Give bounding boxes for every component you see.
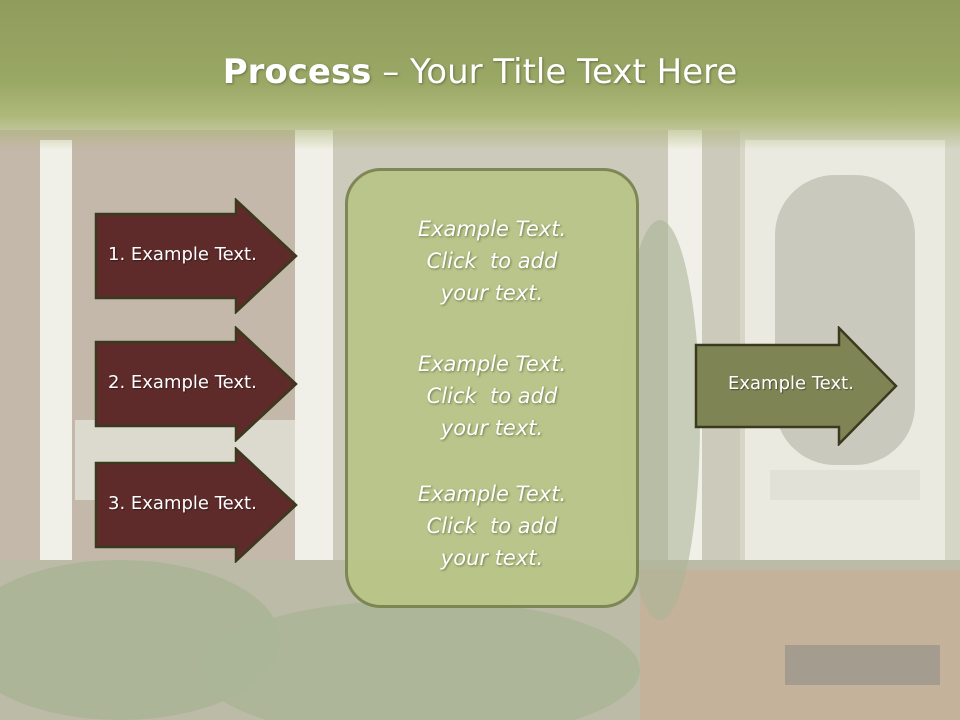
- center-text-line: Example Text.: [417, 352, 567, 376]
- center-text-line: your text.: [440, 546, 544, 570]
- center-text-block-1[interactable]: Example Text. Click to add your text.: [345, 213, 639, 309]
- center-text-line: Example Text.: [417, 217, 567, 241]
- center-text-block-3[interactable]: Example Text. Click to add your text.: [345, 478, 639, 574]
- center-text-line: your text.: [440, 416, 544, 440]
- left-arrow-2-label: 2. Example Text.: [108, 372, 257, 393]
- center-text-line: Example Text.: [417, 482, 567, 506]
- left-arrow-3-label: 3. Example Text.: [108, 493, 257, 514]
- left-arrow-1[interactable]: [94, 198, 300, 314]
- center-text-line: Click to add: [426, 514, 558, 538]
- slide-title: Process – Your Title Text Here: [0, 52, 960, 92]
- center-text-block-2[interactable]: Example Text. Click to add your text.: [345, 348, 639, 444]
- right-arrow-label: Example Text.: [728, 373, 854, 394]
- left-arrow-3[interactable]: [94, 447, 300, 563]
- center-text-line: Click to add: [426, 249, 558, 273]
- center-content-box[interactable]: [345, 168, 639, 608]
- title-rest: – Your Title Text Here: [371, 52, 738, 92]
- left-arrow-2[interactable]: [94, 326, 300, 442]
- title-bold: Process: [222, 52, 372, 92]
- center-text-line: Click to add: [426, 384, 558, 408]
- title-bar: [0, 0, 960, 150]
- left-arrow-1-label: 1. Example Text.: [108, 244, 257, 265]
- center-text-line: your text.: [440, 281, 544, 305]
- right-arrow[interactable]: [694, 326, 900, 446]
